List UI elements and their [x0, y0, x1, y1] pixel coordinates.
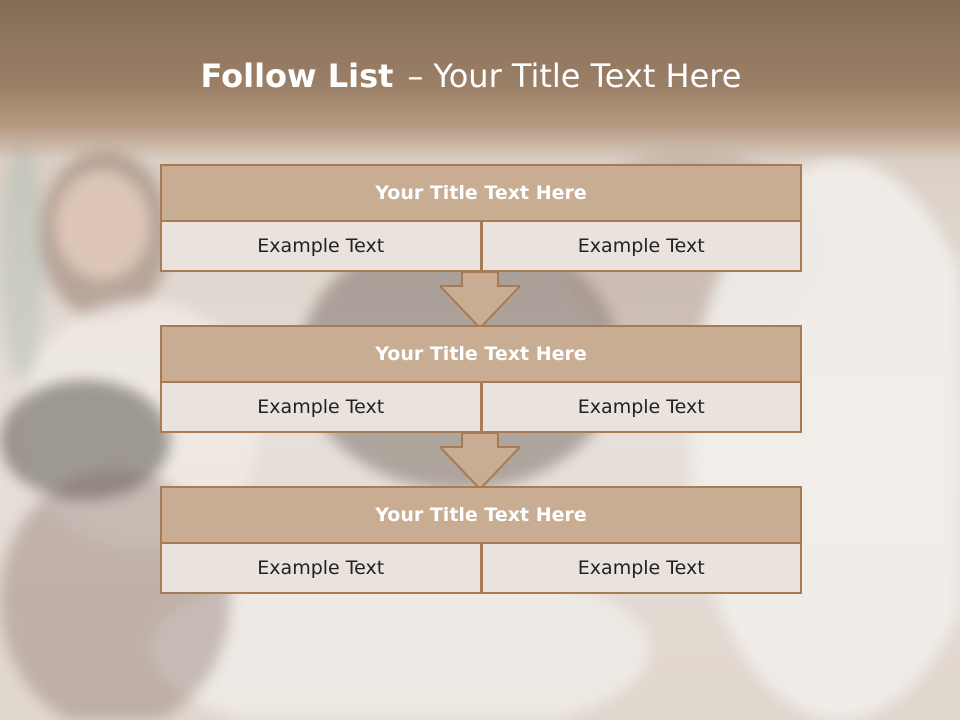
- list-block-3: Your Title Text Here Example Text Exampl…: [160, 486, 802, 594]
- list-block-2: Your Title Text Here Example Text Exampl…: [160, 325, 802, 433]
- block-row: Example Text Example Text: [160, 222, 802, 272]
- block-title: Your Title Text Here: [160, 164, 802, 222]
- block-cell-right: Example Text: [481, 222, 802, 272]
- block-row: Example Text Example Text: [160, 544, 802, 594]
- block-cell-left: Example Text: [160, 222, 482, 272]
- down-arrow-icon: [440, 272, 520, 328]
- down-arrow-icon: [440, 433, 520, 489]
- block-title: Your Title Text Here: [160, 325, 802, 383]
- slide-title: Follow List–Your Title Text Here: [0, 56, 942, 96]
- list-block-1: Your Title Text Here Example Text Exampl…: [160, 164, 802, 272]
- block-cell-left: Example Text: [160, 383, 482, 433]
- title-dash: –: [407, 57, 424, 95]
- block-title: Your Title Text Here: [160, 486, 802, 544]
- title-bold: Follow List: [200, 57, 394, 95]
- block-row: Example Text Example Text: [160, 383, 802, 433]
- block-cell-right: Example Text: [481, 383, 802, 433]
- title-rest: Your Title Text Here: [433, 57, 742, 95]
- block-cell-left: Example Text: [160, 544, 482, 594]
- title-band: [0, 0, 960, 160]
- block-cell-right: Example Text: [481, 544, 802, 594]
